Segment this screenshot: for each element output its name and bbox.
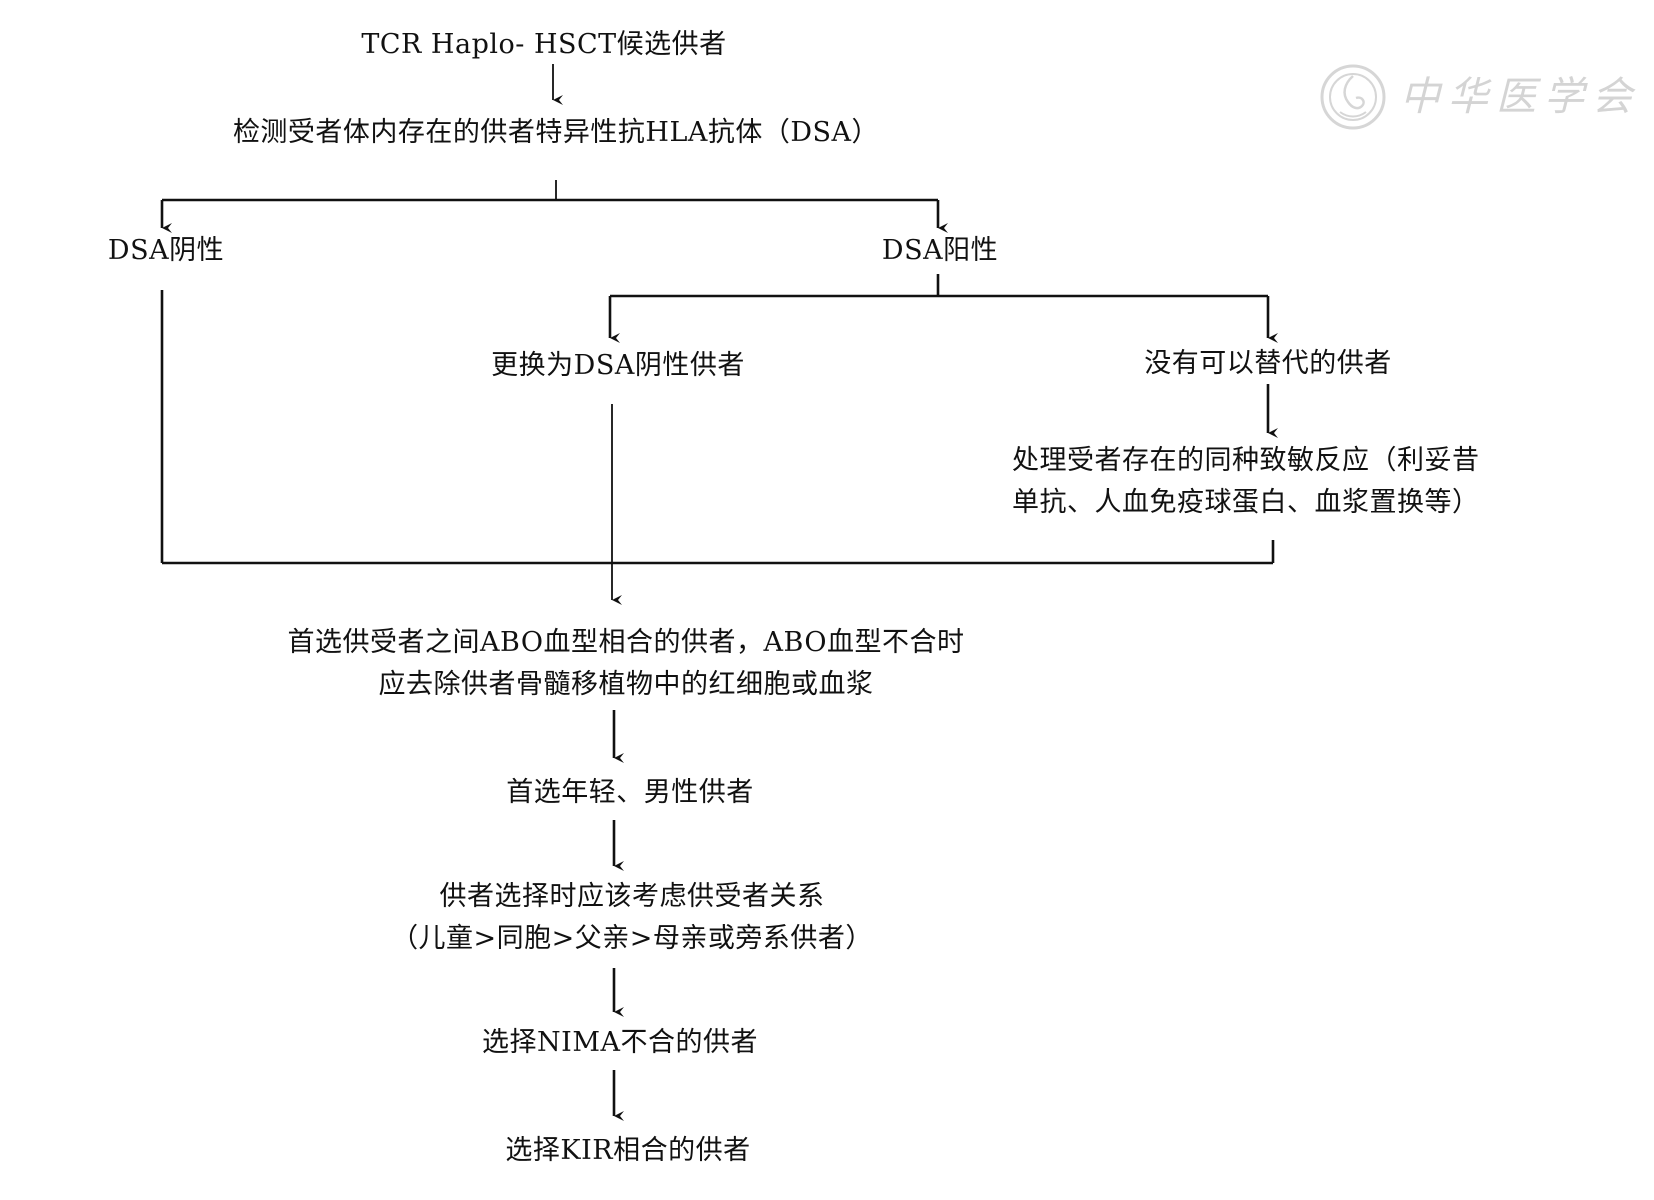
node-dsa-negative: DSA阴性 [107,235,225,266]
desensitize-line-1: 处理受者存在的同种致敏反应（利妥昔 [1012,445,1480,476]
abo-line-2: 应去除供者骨髓移植物中的红细胞或血浆 [378,669,874,700]
desensitize-line-2: 单抗、人血免疫球蛋白、血浆置换等） [1012,487,1480,518]
node-young-male: 首选年轻、男性供者 [506,777,754,808]
node-dsa-test: 检测受者体内存在的供者特异性抗HLA抗体（DSA） [232,117,880,148]
watermark: 中华医学会 [1318,62,1654,142]
node-start: TCR Haplo- HSCT候选供者 [361,29,727,60]
seal-icon [1320,64,1386,130]
node-relation: 供者选择时应该考虑供受者关系 （儿童>同胞>父亲>母亲或旁系供者） [391,876,873,960]
node-desensitize: 处理受者存在的同种致敏反应（利妥昔 单抗、人血免疫球蛋白、血浆置换等） [1012,440,1480,524]
relation-line-1: 供者选择时应该考虑供受者关系 [439,881,825,912]
watermark-text: 中华医学会 [1400,74,1640,120]
abo-line-1: 首选供受者之间ABO血型相合的供者，ABO血型不合时 [287,627,965,658]
node-no-alternative: 没有可以替代的供者 [1144,348,1392,379]
node-kir: 选择KIR相合的供者 [505,1135,751,1166]
node-switch-donor: 更换为DSA阴性供者 [491,350,745,381]
node-nima: 选择NIMA不合的供者 [482,1027,758,1058]
node-dsa-positive: DSA阳性 [881,235,999,266]
node-abo: 首选供受者之间ABO血型相合的供者，ABO血型不合时 应去除供者骨髓移植物中的红… [288,622,965,706]
relation-line-2: （儿童>同胞>父亲>母亲或旁系供者） [391,923,873,954]
